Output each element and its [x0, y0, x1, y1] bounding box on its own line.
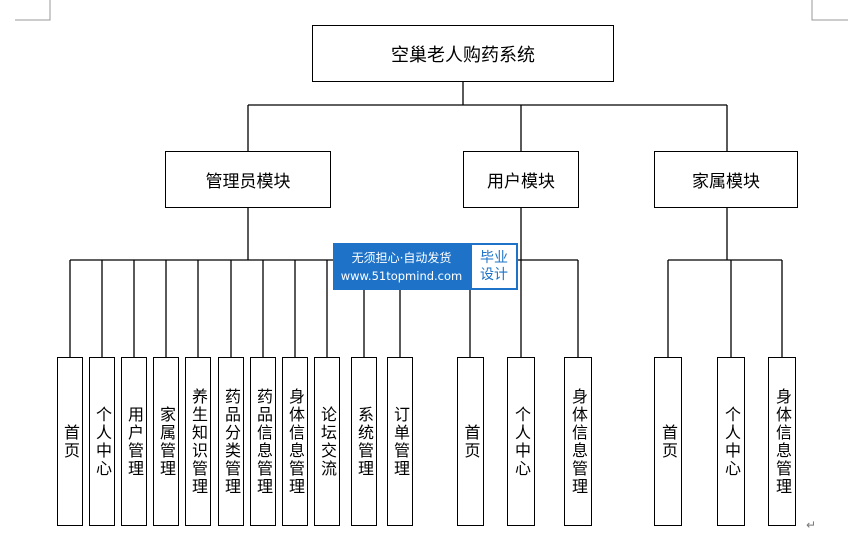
- leaf-node: 养生知识管理: [185, 357, 211, 526]
- leaf-label: 身体信息管理: [773, 387, 792, 496]
- leaf-label: 药品信息管理: [254, 387, 273, 496]
- watermark-main: 无须担心·自动发货 www.51topmind.com: [333, 243, 470, 290]
- module-family: 家属模块: [654, 151, 798, 208]
- leaf-node: 个人中心: [507, 357, 535, 526]
- leaf-label: 首页: [61, 423, 80, 460]
- module-admin: 管理员模块: [165, 151, 331, 208]
- module-user: 用户模块: [463, 151, 579, 208]
- leaf-node: 药品分类管理: [218, 357, 244, 526]
- leaf-label: 用户管理: [125, 405, 144, 478]
- leaf-node: 论坛交流: [314, 357, 340, 526]
- watermark-url: www.51topmind.com: [340, 268, 463, 283]
- watermark-side-top: 毕业: [480, 249, 508, 266]
- root-node: 空巢老人购药系统: [312, 25, 614, 82]
- leaf-label: 首页: [659, 423, 678, 460]
- leaf-node: 首页: [57, 357, 83, 526]
- watermark-side: 毕业 设计: [470, 243, 518, 290]
- leaf-label: 养生知识管理: [189, 387, 208, 496]
- leaf-node: 订单管理: [387, 357, 413, 526]
- watermark-side-bottom: 设计: [480, 266, 508, 283]
- paragraph-mark-icon: ↵: [806, 518, 817, 532]
- leaf-node: 家属管理: [153, 357, 179, 526]
- leaf-label: 首页: [461, 423, 481, 460]
- leaf-label: 个人中心: [722, 405, 741, 478]
- leaf-node: 药品信息管理: [250, 357, 276, 526]
- leaf-label: 药品分类管理: [222, 387, 241, 496]
- leaf-node: 用户管理: [121, 357, 147, 526]
- root-label: 空巢老人购药系统: [391, 44, 535, 66]
- leaf-node: 身体信息管理: [768, 357, 796, 526]
- leaf-node: 身体信息管理: [564, 357, 592, 526]
- leaf-label: 系统管理: [355, 405, 374, 478]
- leaf-label: 身体信息管理: [569, 387, 588, 496]
- leaf-node: 个人中心: [717, 357, 745, 526]
- leaf-label: 个人中心: [93, 405, 112, 478]
- leaf-label: 论坛交流: [318, 405, 337, 478]
- leaf-node: 身体信息管理: [282, 357, 308, 526]
- leaf-node: 首页: [654, 357, 682, 526]
- watermark-slogan: 无须担心·自动发货: [351, 250, 452, 265]
- leaf-label: 家属管理: [157, 405, 176, 478]
- leaf-label: 个人中心: [512, 405, 531, 478]
- module-label: 家属模块: [692, 172, 760, 192]
- leaf-node: 个人中心: [89, 357, 115, 526]
- module-label: 管理员模块: [205, 172, 291, 192]
- leaf-label: 订单管理: [391, 405, 410, 478]
- leaf-node: 首页: [457, 357, 484, 526]
- module-label: 用户模块: [487, 172, 555, 192]
- leaf-label: 身体信息管理: [286, 387, 305, 496]
- leaf-node: 系统管理: [351, 357, 377, 526]
- watermark-badge: 无须担心·自动发货 www.51topmind.com 毕业 设计: [333, 243, 518, 290]
